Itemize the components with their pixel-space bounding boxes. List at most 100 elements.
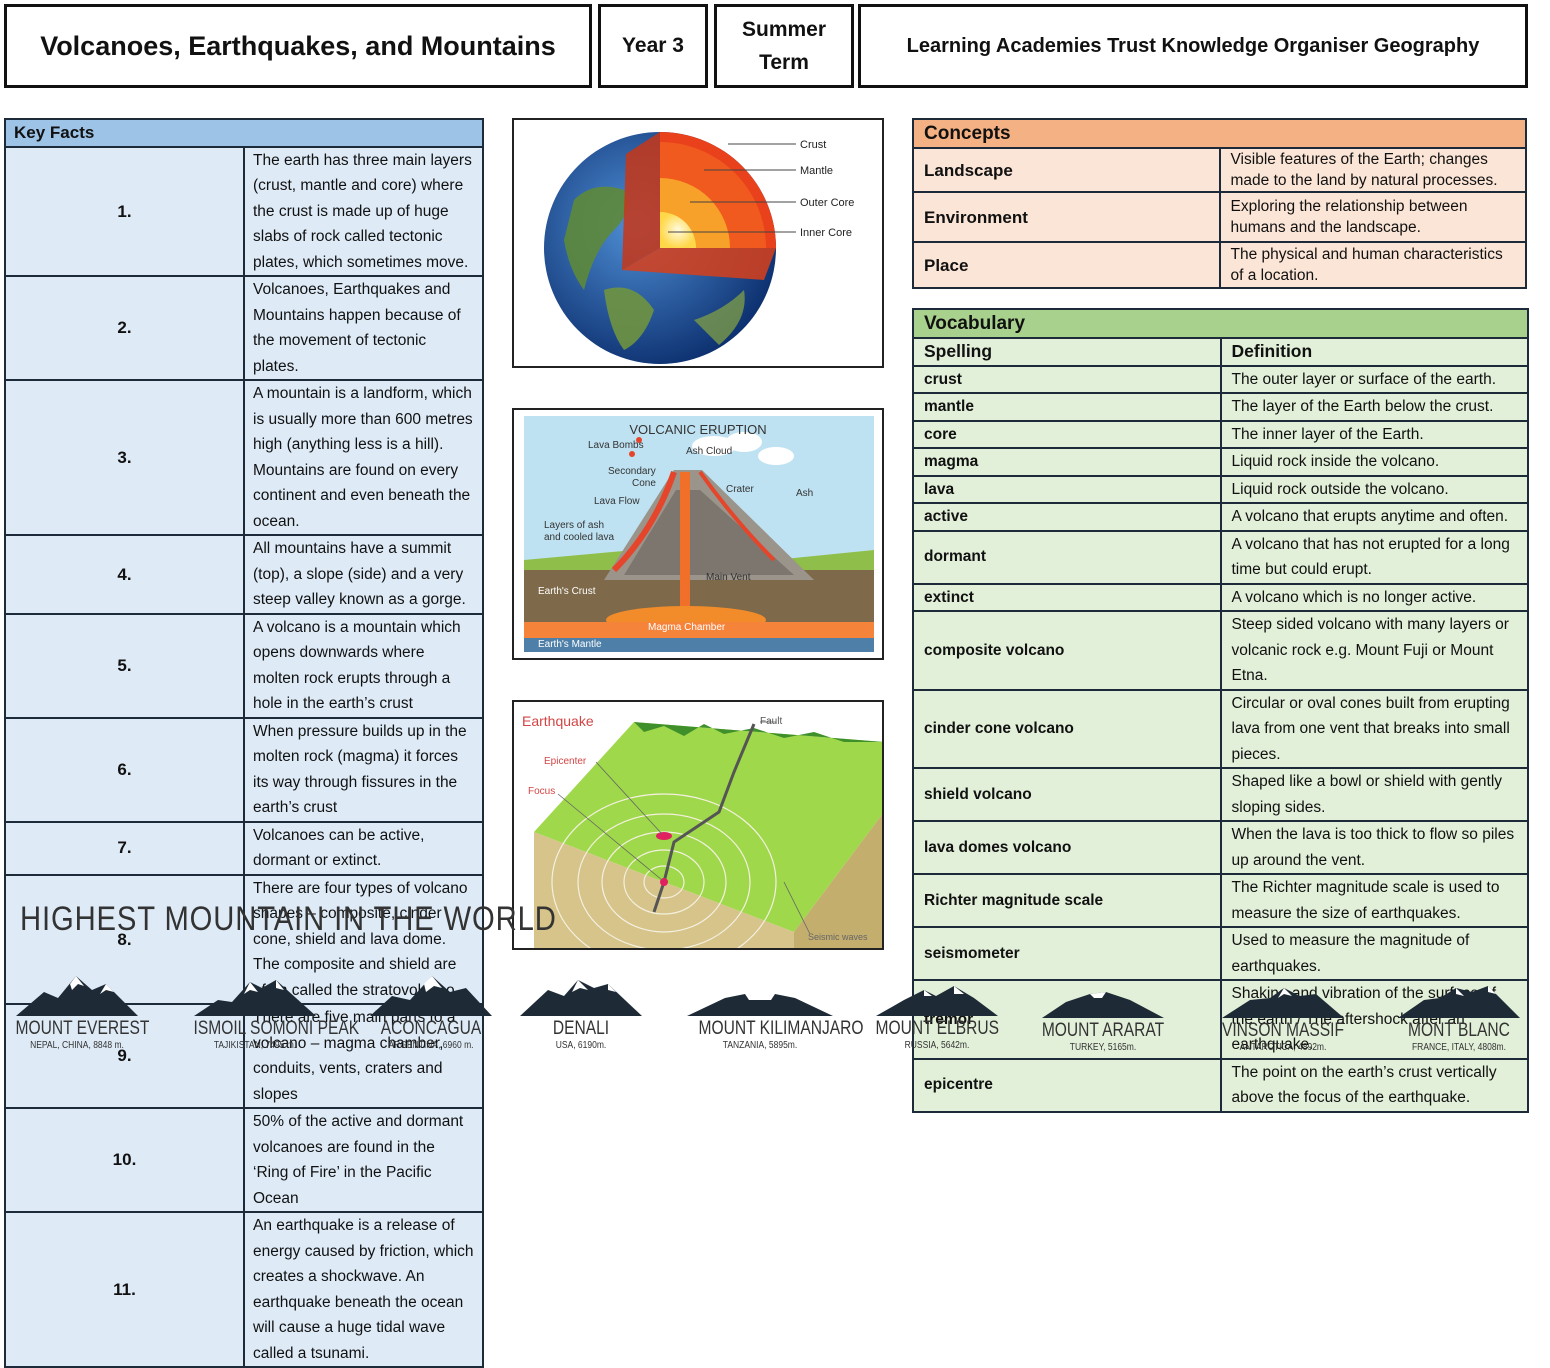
term-line-1: Summer [741,18,827,41]
label-layers-1: Layers of ash [544,520,604,531]
mountain-location: NEPAL, CHINA, 8848 m. [30,1040,124,1051]
concepts-heading: Concepts [912,118,1527,149]
mountain-name: DENALI [552,1018,610,1039]
fact-number: 2. [4,275,245,381]
earth-layers-svg: Crust Mantle Outer Core Inner Core [544,132,854,364]
volcano-svg: VOLCANIC ERUPTION Lava Bombs Ash Cloud S… [524,416,874,652]
vocab-definition: The outer layer or surface of the earth. [1219,364,1529,394]
mountain-location: ANTARCTICA, 4892m. [1239,1042,1327,1053]
fact-text: An earthquake is a release of energy cau… [243,1211,484,1368]
fact-text: When pressure builds up in the molten ro… [243,716,484,823]
label-earths-mantle: Earth's Mantle [538,639,602,650]
vocab-term: active [912,502,1222,532]
concept-term: Landscape [912,147,1221,193]
vocab-definition: The Richter magnitude scale is used to m… [1219,873,1529,928]
mountain-item: ACONCAGUA ARGENTINA, 6960 m. [356,970,506,1051]
fact-number: 6. [4,716,245,823]
mountain-name: ACONCAGUA [380,1018,482,1039]
label-focus: Focus [528,786,555,797]
fact-text: The earth has three main layers (crust, … [243,145,484,277]
vocab-term: shield volcano [912,767,1222,822]
mountain-icon [16,976,138,1016]
mountain-location: TURKEY, 5165m. [1069,1042,1137,1053]
key-facts-table: Key Facts 1.The earth has three main lay… [4,118,484,1368]
vocab-definition: Steep sided volcano with many layers or … [1219,610,1529,691]
fact-text: There are four types of volcano shapes –… [243,873,484,1005]
fact-number: 8. [4,873,245,1005]
mountain-item: MOUNT KILIMANJARO TANZANIA, 5895m. [685,970,864,1051]
label-crust: Crust [800,139,826,151]
column-header-definition: Definition [1219,337,1529,367]
vocab-definition: Liquid rock outside the volcano. [1219,474,1529,504]
mountain-icon [687,994,833,1016]
vocabulary-heading: Vocabulary [912,308,1529,339]
label-seismic-waves: Seismic waves [808,932,868,942]
fact-text: A volcano is a mountain which opens down… [243,612,484,719]
page-title-text: Volcanoes, Earthquakes, and Mountains [40,30,556,61]
vocab-definition: A volcano which is no longer active. [1219,582,1529,612]
organisation-text: Learning Academies Trust Knowledge Organ… [906,34,1480,57]
key-facts-heading: Key Facts [4,118,484,148]
vocab-term: composite volcano [912,610,1222,691]
label-earths-crust: Earth's Crust [538,586,596,597]
fact-text: 50% of the active and dormant volcanoes … [243,1107,484,1213]
fact-number: 4. [4,534,245,615]
fact-number: 10. [4,1107,245,1213]
mountain-location: RUSSIA, 5642m. [904,1040,970,1051]
vocab-term: magma [912,447,1222,477]
label-lava-bombs: Lava Bombs [588,440,644,451]
vocab-term: mantle [912,392,1222,422]
label-outer-core: Outer Core [800,197,854,209]
vocab-term: seismometer [912,926,1222,981]
vocab-term: epicentre [912,1057,1222,1113]
label-mantle: Mantle [800,165,833,177]
label-crater: Crater [726,484,754,495]
vocab-definition: A volcano that erupts anytime and often. [1219,502,1529,532]
mountain-name: MOUNT ELBRUS [875,1018,1000,1039]
label-layers-2: and cooled lava [544,532,614,543]
vocab-term: extinct [912,582,1222,612]
fact-number: 11. [4,1211,245,1368]
term-line-2: Term [759,51,809,74]
mountain-item: ISMOIL SOMONI PEAK TAJIKISTAN, 7495 m. [180,970,359,1051]
label-epicenter: Epicenter [544,756,587,767]
volcano-title: VOLCANIC ERUPTION [629,422,766,437]
mountains-heading: HIGHEST MOUNTAIN IN THE WORLD [20,900,557,938]
mountain-item: MOUNT EVEREST NEPAL, CHINA, 8848 m. [2,970,152,1051]
fact-text: A mountain is a landform, which is usual… [243,379,484,536]
vocab-definition: Used to measure the magnitude of earthqu… [1219,926,1529,981]
vocab-definition: The point on the earth’s crust verticall… [1219,1057,1529,1113]
column-header-spelling: Spelling [912,337,1222,367]
mountain-name: MOUNT ARARAT [1041,1020,1165,1041]
vocab-definition: When the lava is too thick to flow so pi… [1219,820,1529,875]
mountain-location: USA, 6190m. [555,1040,607,1051]
vocab-definition: Liquid rock inside the volcano. [1219,447,1529,477]
mountain-name: MOUNT KILIMANJARO [698,1018,864,1039]
organisation-label: Learning Academies Trust Knowledge Organ… [858,4,1528,88]
earth-layers-diagram: Crust Mantle Outer Core Inner Core [512,118,884,368]
fact-text: Volcanoes can be active, dormant or exti… [243,820,484,876]
vocab-term: crust [912,364,1222,394]
mountain-icon [370,976,492,1016]
fact-number: 1. [4,145,245,277]
fact-text: All mountains have a summit (top), a slo… [243,534,484,615]
mountain-item: DENALI USA, 6190m. [506,970,656,1051]
mountain-icon [1398,986,1520,1018]
year-label: Year 3 [598,4,708,88]
concept-term: Environment [912,191,1221,243]
mountain-location: TANZANIA, 5895m. [722,1040,798,1051]
mountain-location: ARGENTINA, 6960 m. [388,1040,474,1051]
concept-term: Place [912,241,1221,289]
page-title: Volcanoes, Earthquakes, and Mountains [4,4,592,88]
label-inner-core: Inner Core [800,227,852,239]
concept-definition: Exploring the relationship between human… [1218,191,1527,243]
label-lava-flow: Lava Flow [594,496,640,507]
mountain-icon [1042,992,1164,1018]
vocab-term: core [912,419,1222,449]
vocab-term: lava [912,474,1222,504]
fact-number: 7. [4,820,245,876]
label-fault: Fault [760,716,782,727]
mountain-location: FRANCE, ITALY, 4808m. [1411,1042,1507,1053]
mountain-item: VINSON MASSIF ANTARCTICA, 4892m. [1208,970,1358,1053]
